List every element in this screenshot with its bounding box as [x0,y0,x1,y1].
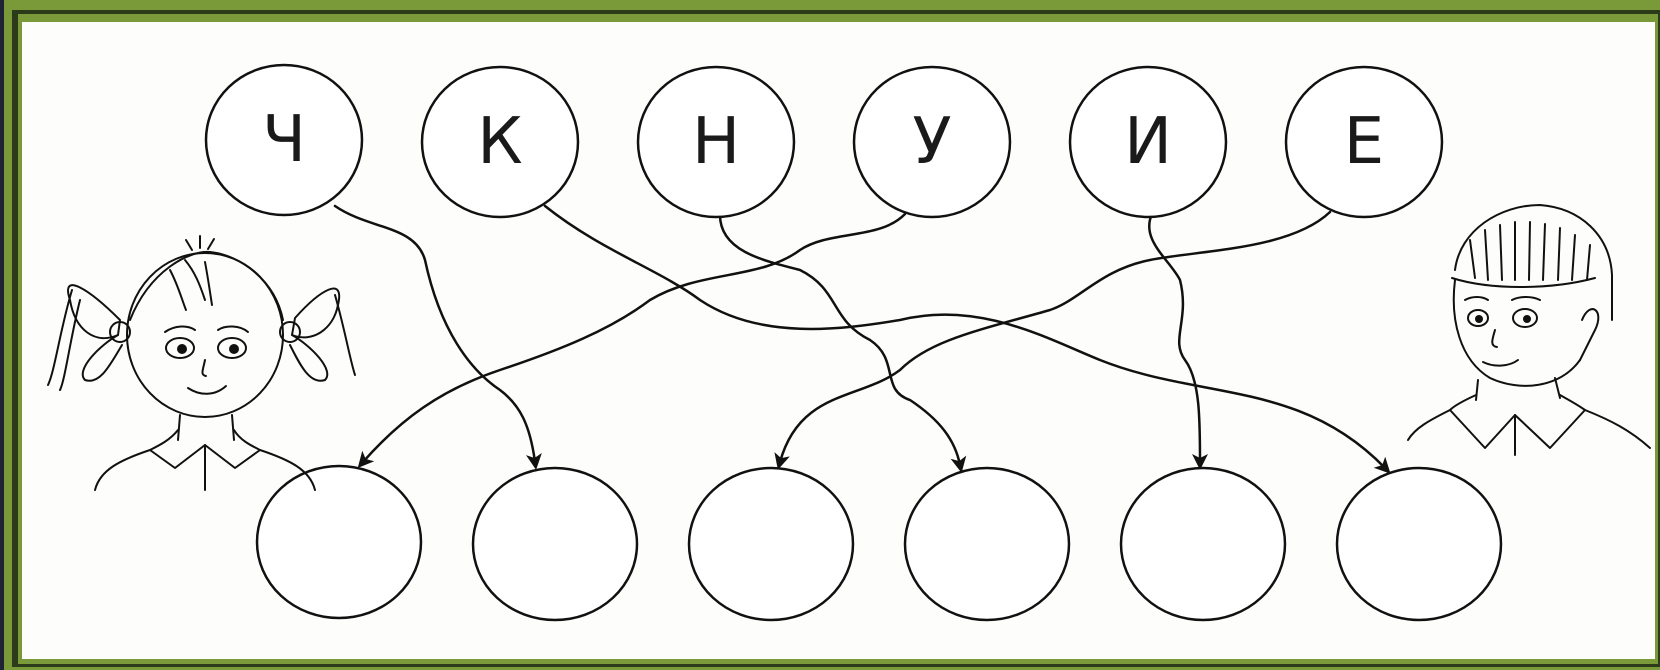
letter-circle-6[interactable]: Е [1284,65,1444,219]
girl-illustration [47,235,356,491]
answer-slot-2[interactable] [471,466,639,622]
letter-circle-2[interactable]: К [420,65,580,219]
answer-slot-3[interactable] [687,466,855,622]
connector-lines [333,204,1391,474]
path-letter-6 [774,210,1332,470]
letter-circle-1[interactable]: Ч [204,63,364,217]
svg-text:К: К [477,105,522,179]
svg-text:Е: Е [1344,105,1384,179]
letter-circle-5[interactable]: И [1068,65,1228,219]
answer-slot-1[interactable] [255,464,423,620]
path-letter-1 [333,204,542,470]
answer-slot-6[interactable] [1335,466,1503,622]
svg-text:Н: Н [692,105,740,179]
path-letter-2 [543,204,1391,474]
path-letter-5 [1148,212,1208,470]
svg-text:И: И [1124,105,1172,179]
letter-circle-3[interactable]: Н [636,65,796,219]
svg-text:У: У [913,105,952,179]
path-letter-4 [357,212,907,469]
answer-slot-5[interactable] [1119,466,1287,622]
path-letter-3 [718,213,967,473]
svg-text:Ч: Ч [262,103,306,177]
answer-slot-4[interactable] [903,466,1071,622]
boy-illustration [1407,204,1651,456]
letter-circle-4[interactable]: У [852,65,1012,219]
letter-circles: Ч К Н У И Е [204,63,1444,219]
answer-slots [255,464,1503,622]
